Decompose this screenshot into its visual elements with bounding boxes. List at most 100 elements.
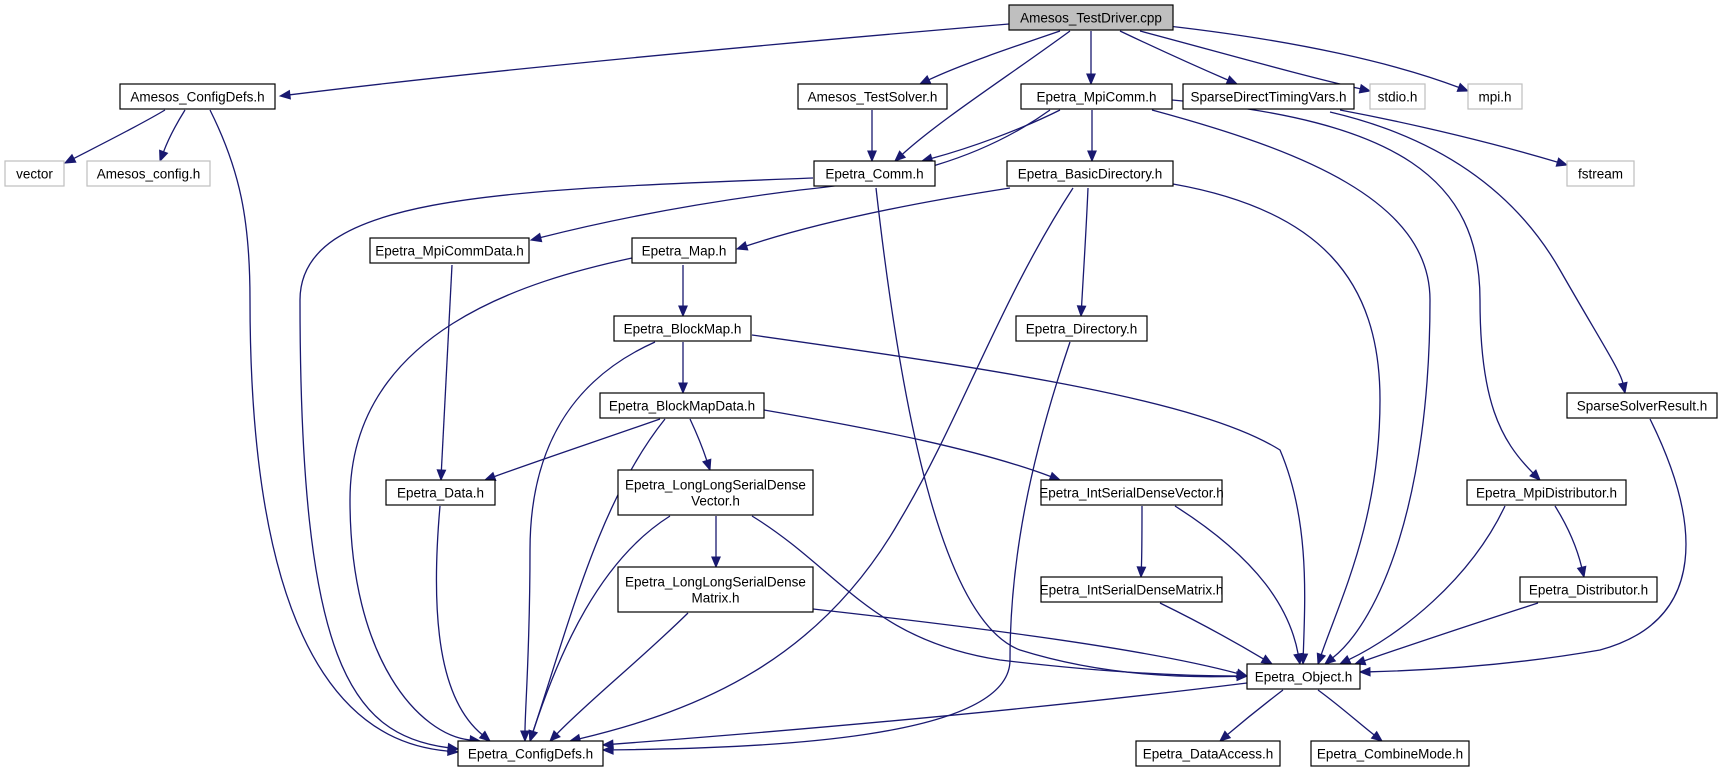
edge-basicdir-to-map [735, 187, 1011, 251]
edge-line [1172, 183, 1381, 655]
node-label: Epetra_Map.h [642, 244, 727, 259]
edge-line [689, 418, 708, 461]
edge-mpidist-to-object [1338, 505, 1506, 665]
edge-root-to-comm [894, 30, 1071, 162]
node-data[interactable]: Epetra_Data.h [385, 479, 496, 506]
edge-blockmap-to-object [751, 334, 1309, 666]
edge-line [1080, 187, 1089, 307]
node-label: Epetra_CombineMode.h [1317, 747, 1463, 762]
edge-line [349, 257, 633, 741]
node-box [631, 237, 737, 264]
node-testsolver[interactable]: Amesos_TestSolver.h [797, 83, 948, 110]
edge-line [73, 109, 166, 159]
node-label: Epetra_BlockMap.h [624, 322, 742, 337]
node-distributor[interactable]: Epetra_Distributor.h [1519, 576, 1658, 603]
arrowhead [528, 729, 538, 743]
node-label: Amesos_TestSolver.h [808, 90, 938, 105]
edge-intvector-to-intmatrix [1136, 505, 1147, 579]
nodes-layer: Amesos_TestDriver.cppAmesos_ConfigDefs.h… [4, 4, 1718, 767]
node-blockmap[interactable]: Epetra_BlockMap.h [613, 315, 752, 342]
node-intvector[interactable]: Epetra_IntSerialDenseVector.h [1039, 479, 1224, 506]
node-amesosconfig[interactable]: Amesos_config.h [86, 160, 211, 187]
node-mpih[interactable]: mpi.h [1467, 83, 1523, 110]
node-box [1040, 576, 1223, 603]
node-label: SparseSolverResult.h [1577, 399, 1708, 414]
edge-sparsetiming-to-fstream [1339, 109, 1569, 167]
arrowhead [867, 150, 877, 163]
arrowhead [678, 382, 688, 395]
arrowhead [446, 742, 460, 753]
node-fstream[interactable]: fstream [1566, 160, 1635, 187]
arrowhead [1048, 471, 1062, 481]
edge-comm-to-epcfgdefs [299, 177, 814, 753]
node-box [599, 392, 765, 419]
node-label: mpi.h [1478, 90, 1511, 105]
edge-sparseresult-to-object [1358, 418, 1687, 677]
edge-testsolver-to-comm [867, 110, 877, 163]
node-sparseresult[interactable]: SparseSolverResult.h [1566, 392, 1718, 419]
node-label: Epetra_IntSerialDenseVector.h [1039, 486, 1224, 501]
node-root[interactable]: Amesos_TestDriver.cpp [1008, 4, 1174, 31]
node-epcfgdefs[interactable]: Epetra_ConfigDefs.h [457, 740, 604, 767]
edge-line [1149, 23, 1459, 89]
edge-root-to-cfgdefs [278, 23, 1010, 100]
node-box [1040, 479, 1223, 506]
node-directory[interactable]: Epetra_Directory.h [1015, 315, 1148, 342]
node-mpidist[interactable]: Epetra_MpiDistributor.h [1466, 479, 1627, 506]
node-box [1015, 315, 1148, 342]
edge-line [1171, 99, 1534, 474]
edge-line [1348, 505, 1506, 661]
arrowhead [1235, 668, 1249, 679]
arrowhead [1087, 150, 1097, 163]
arrowhead [1456, 82, 1470, 92]
node-mpicomm[interactable]: Epetra_MpiComm.h [1020, 83, 1173, 110]
edge-line [579, 187, 1074, 740]
edge-line [1317, 689, 1375, 736]
edge-line [532, 515, 671, 732]
arrowhead [601, 739, 614, 750]
node-vector[interactable]: vector [4, 160, 65, 187]
edge-mpicomm-to-mpicommdata [529, 109, 1051, 243]
node-blockmapdata[interactable]: Epetra_BlockMapData.h [599, 392, 765, 419]
node-label: Epetra_Directory.h [1026, 322, 1138, 337]
edge-line [751, 515, 1238, 677]
edge-cfgdefs-to-vector [63, 109, 166, 164]
edge-line [1139, 30, 1361, 90]
node-map[interactable]: Epetra_Map.h [631, 237, 737, 264]
edge-line [540, 109, 1051, 239]
node-comm[interactable]: Epetra_Comm.h [813, 160, 936, 187]
edge-line [901, 30, 1071, 155]
node-label: Epetra_MpiComm.h [1036, 90, 1156, 105]
node-combinemode[interactable]: Epetra_CombineMode.h [1310, 740, 1470, 767]
node-dataaccess[interactable]: Epetra_DataAccess.h [1135, 740, 1281, 767]
arrowhead [1338, 655, 1352, 665]
arrowhead [918, 75, 932, 85]
node-label: Epetra_DataAccess.h [1143, 747, 1274, 762]
node-sparsetiming[interactable]: SparseDirectTimingVars.h [1182, 83, 1355, 110]
node-box [1519, 576, 1658, 603]
edge-mpicomm-to-mpidist [1171, 99, 1541, 481]
node-cfgdefs[interactable]: Amesos_ConfigDefs.h [119, 83, 276, 110]
node-box [617, 566, 814, 613]
node-label: vector [16, 167, 53, 182]
edge-basicdir-to-object [1172, 183, 1381, 666]
node-intmatrix[interactable]: Epetra_IntSerialDenseMatrix.h [1040, 576, 1224, 603]
arrowhead [1316, 652, 1327, 666]
edge-line [875, 187, 1238, 678]
edge-root-to-sparsetiming [1119, 30, 1239, 85]
node-box [385, 479, 496, 506]
edge-blockmapdata-to-data [483, 418, 661, 482]
node-object[interactable]: Epetra_Object.h [1246, 663, 1361, 690]
edge-line [763, 409, 1051, 478]
node-stdio[interactable]: stdio.h [1369, 83, 1426, 110]
node-mpicommdata[interactable]: Epetra_MpiCommData.h [369, 237, 530, 264]
node-basicdir[interactable]: Epetra_BasicDirectory.h [1006, 160, 1174, 187]
node-label: Epetra_MpiCommData.h [375, 244, 524, 259]
node-label: Epetra_Distributor.h [1529, 583, 1648, 598]
node-box [1182, 83, 1355, 110]
arrowhead [549, 730, 561, 742]
